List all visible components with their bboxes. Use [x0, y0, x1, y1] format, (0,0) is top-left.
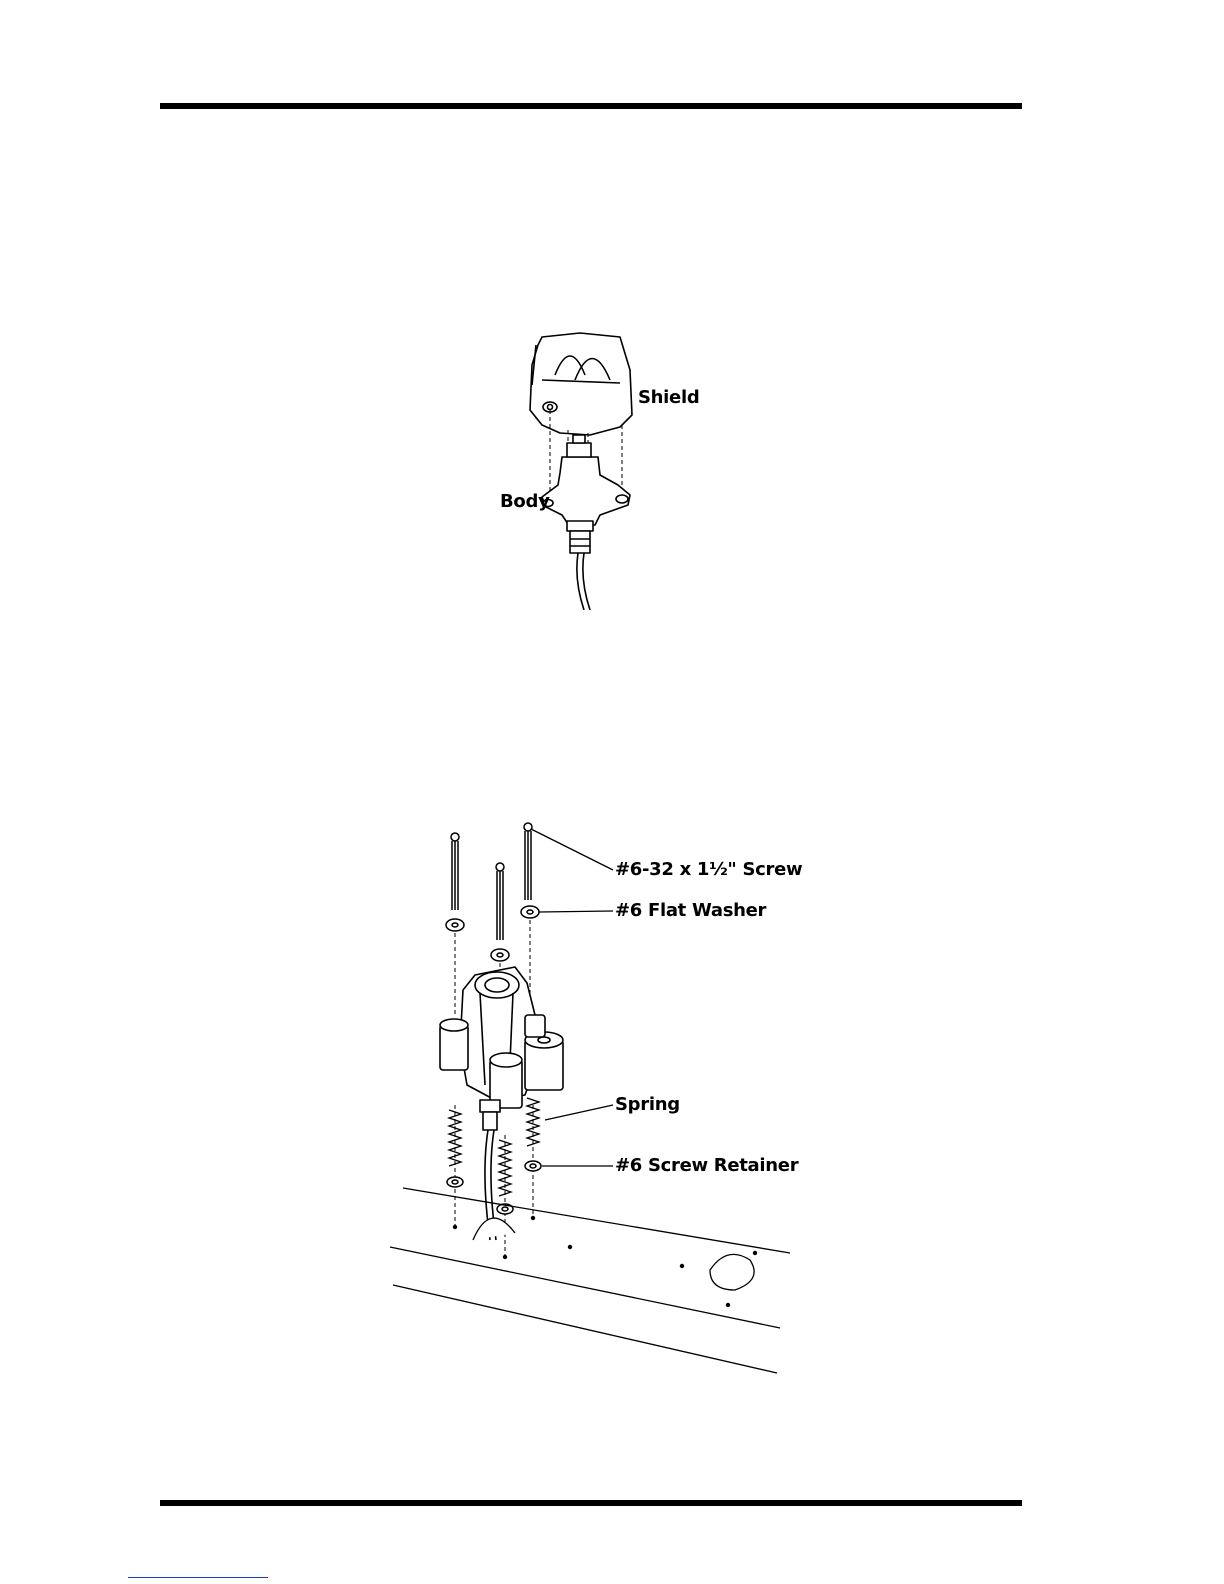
- shield-body-drawing: [470, 325, 710, 610]
- screw-left: [451, 833, 459, 910]
- panel-bottom-edge: [393, 1285, 777, 1373]
- spring-label: Spring: [615, 1096, 680, 1114]
- screw-right: [524, 823, 532, 900]
- footer-rule: [160, 1500, 1022, 1506]
- body-outline: [542, 457, 630, 527]
- body-label: Body: [500, 493, 550, 511]
- header-rule: [160, 103, 1022, 109]
- flat-washer-label: #6 Flat Washer: [615, 902, 766, 920]
- panel-top-edge: [403, 1188, 790, 1253]
- shield-outline: [530, 333, 632, 435]
- screw-center: [496, 863, 504, 940]
- screw-retainer-label: #6 Screw Retainer: [615, 1157, 798, 1175]
- shield-label: Shield: [638, 389, 699, 407]
- panel-hole: [710, 1254, 754, 1290]
- footer-link-underline[interactable]: [128, 1577, 268, 1578]
- shield-body-illustration: [470, 325, 710, 610]
- screw-label: #6-32 x 1½" Screw: [615, 861, 802, 879]
